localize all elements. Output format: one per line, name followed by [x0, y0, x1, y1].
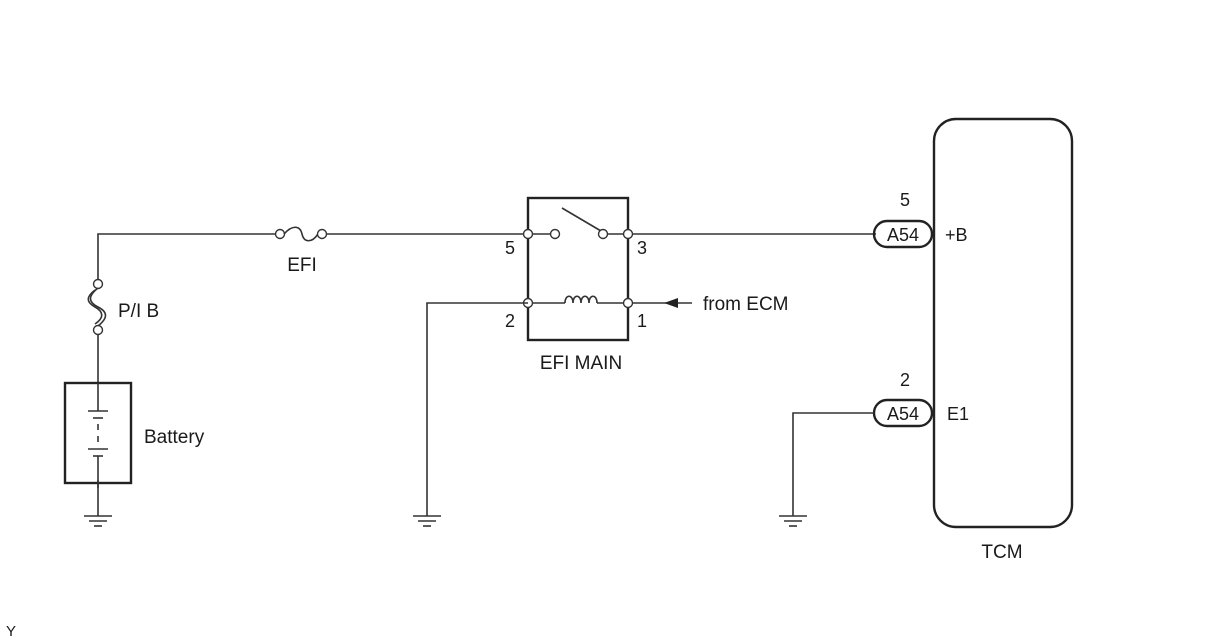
tcm-module: TCM [932, 117, 1074, 563]
relay-pin-3: 3 [637, 238, 647, 258]
connector-pin-lower: 2 [900, 370, 910, 390]
supply-wire [97, 233, 528, 488]
terminal-e1: E1 [947, 404, 969, 424]
connector-pin-upper: 5 [900, 190, 910, 210]
efi-main-relay: 5 3 2 1 EFI MAIN [505, 196, 647, 374]
pib-fuse: P/I B [87, 278, 159, 336]
efi-fuse-label: EFI [287, 255, 317, 276]
tcm-label: TCM [981, 542, 1022, 563]
ground-symbol-battery [84, 483, 112, 527]
relay-label: EFI MAIN [540, 353, 622, 374]
connector-a54-lower: A54 2 E1 [872, 370, 969, 428]
arrow-left-icon [664, 298, 678, 308]
relay-pin-5: 5 [505, 238, 515, 258]
from-ecm-input: from ECM [632, 294, 789, 315]
efi-fuse: EFI [274, 226, 328, 276]
corner-mark: Y [6, 623, 16, 640]
pib-fuse-label: P/I B [118, 301, 159, 322]
battery: Battery [63, 381, 205, 485]
relay-pin-2: 2 [505, 311, 515, 331]
battery-label: Battery [144, 427, 205, 448]
tcm-ground-wire [779, 412, 874, 527]
terminal-plus-b: +B [945, 225, 968, 245]
from-ecm-label: from ECM [703, 294, 789, 315]
relay-pin-1: 1 [637, 311, 647, 331]
connector-id-lower: A54 [887, 404, 919, 424]
connector-a54-upper: A54 5 +B [872, 190, 968, 249]
connector-id-upper: A54 [887, 225, 919, 245]
relay-ground-wire [413, 302, 528, 527]
